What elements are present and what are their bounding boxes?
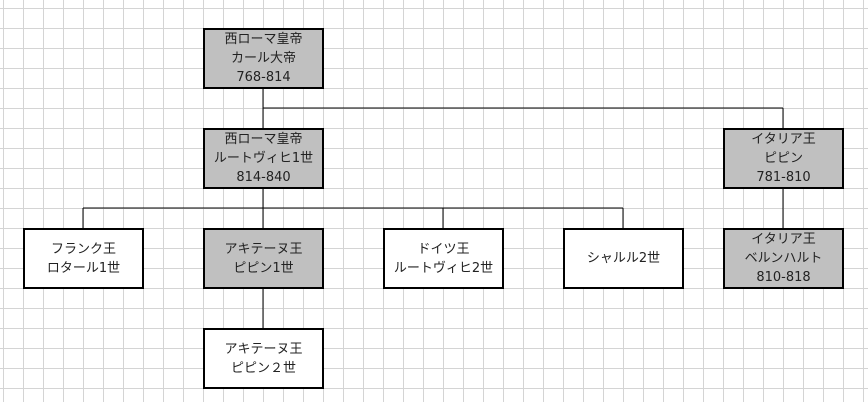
node-name: シャルル2世 [586,251,661,266]
node-ludwig-1: 西ローマ皇帝 ルートヴィヒ1世 814-840 [203,128,324,189]
node-title: アキテーヌ王 [224,241,303,257]
node-charles-2: シャルル2世 [563,228,684,289]
node-title: アキテーヌ王 [224,341,303,357]
node-years: 810-818 [756,270,811,285]
node-pippin-italy: イタリア王 ピピン 781-810 [723,128,844,189]
node-pippin-2: アキテーヌ王 ピピン２世 [203,328,324,389]
node-name: ロタール1世 [46,260,121,276]
node-title: ドイツ王 [417,241,470,257]
node-pippin-1: アキテーヌ王 ピピン1世 [203,228,324,289]
node-ludwig-2: ドイツ王 ルートヴィヒ2世 [383,228,504,289]
node-title: 西ローマ皇帝 [224,32,303,47]
node-title: イタリア王 [751,132,816,147]
node-years: 781-810 [756,170,811,185]
node-name: ルートヴィヒ1世 [213,151,314,166]
node-years: 768-814 [236,70,291,85]
node-name: ピピン1世 [233,260,294,276]
node-title: フランク王 [50,241,116,257]
node-years: 814-840 [236,170,291,185]
node-name: ピピン２世 [230,360,296,376]
node-title: イタリア王 [751,232,816,247]
node-name: ピピン [763,151,803,166]
node-bernhard: イタリア王 ベルンハルト 810-818 [723,228,844,289]
node-name: ルートヴィヒ2世 [393,260,494,276]
node-lothar-1: フランク王 ロタール1世 [23,228,144,289]
node-karl-der-grosse: 西ローマ皇帝 カール大帝 768-814 [203,28,324,89]
node-name: ベルンハルト [744,251,823,266]
node-name: カール大帝 [230,51,296,66]
node-title: 西ローマ皇帝 [224,132,303,147]
